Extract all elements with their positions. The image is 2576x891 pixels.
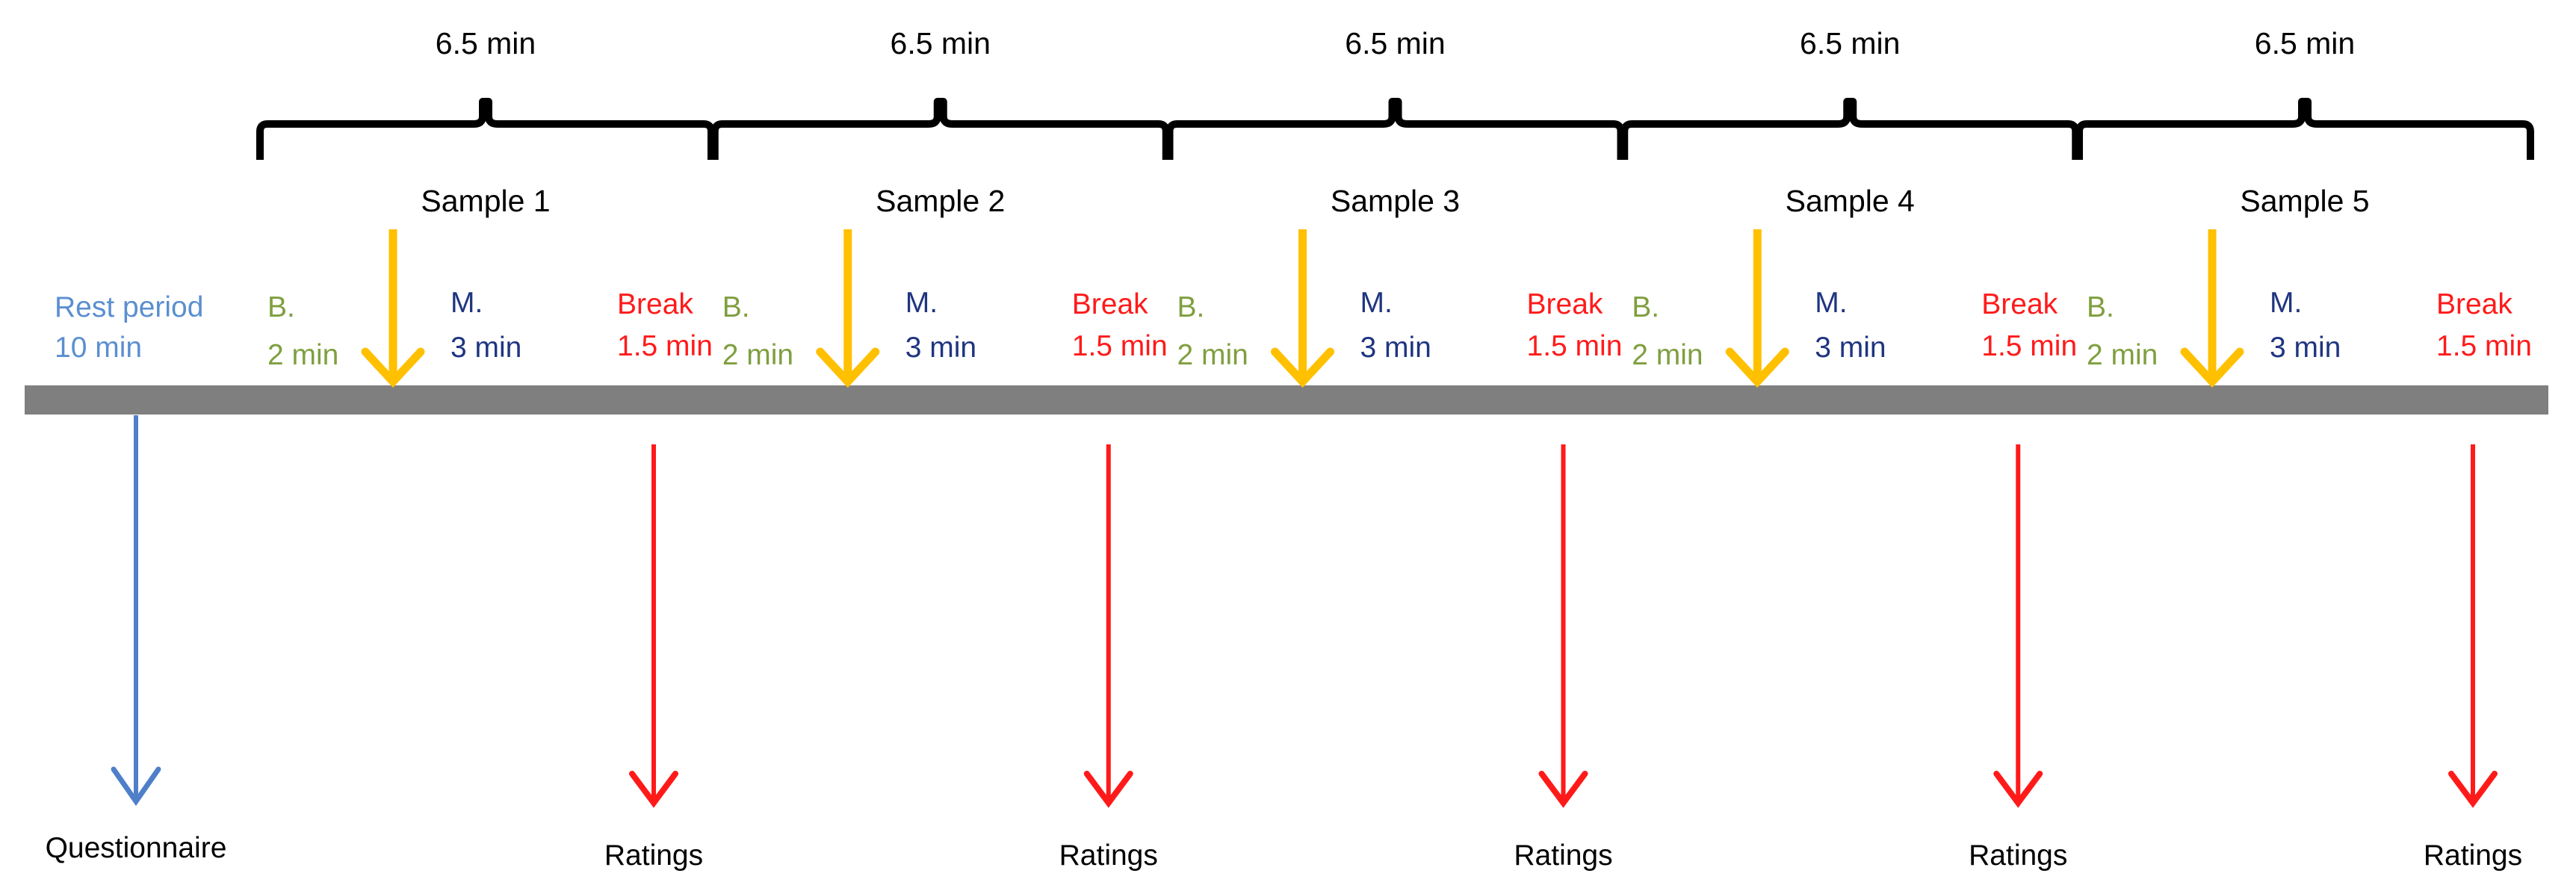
measure-label: M. [451,287,483,319]
sample-arrow [820,229,876,382]
duration-bracket [2079,102,2530,160]
duration-bracket [1170,102,1621,160]
measure-label: M. [2270,287,2302,319]
break-label: Break [1072,288,1148,320]
questionnaire-arrow [111,415,161,807]
ratings-arrow [632,444,675,803]
measure-duration: 3 min [905,332,976,364]
measure-duration: 3 min [1360,332,1431,364]
sample-label: Sample 4 [1786,184,1915,218]
duration-bracket [715,102,1166,160]
break-duration: 1.5 min [1981,330,2077,362]
baseline-label: B. [1632,291,1659,323]
sample-arrow [2185,229,2240,382]
baseline-duration: 2 min [722,339,793,371]
measure-duration: 3 min [2270,332,2341,364]
questionnaire-label: Questionnaire [46,832,227,864]
baseline-label: B. [1177,291,1205,323]
baseline-label: B. [267,291,295,323]
rest-period-duration: 10 min [55,332,142,364]
sample-label: Sample 5 [2240,184,2369,218]
duration-label: 6.5 min [436,26,536,60]
sample-arrow [365,229,421,382]
sample-label: Sample 1 [421,184,550,218]
sample-label: Sample 2 [876,184,1005,218]
baseline-duration: 2 min [1177,339,1248,371]
duration-bracket [1624,102,2075,160]
break-duration: 1.5 min [1072,330,1168,362]
baseline-duration: 2 min [267,339,338,371]
ratings-label: Ratings [1969,839,2067,872]
baseline-label: B. [2087,291,2114,323]
ratings-arrow [1087,444,1130,803]
break-label: Break [1981,288,2058,320]
break-label: Break [617,288,693,320]
baseline-duration: 2 min [1632,339,1703,371]
break-duration: 1.5 min [2436,330,2532,362]
ratings-arrow [1996,444,2040,803]
baseline-label: B. [722,291,750,323]
ratings-label: Ratings [1059,839,1158,872]
ratings-label: Ratings [2424,839,2522,872]
rest-period-label: Rest period 10 min [55,291,203,364]
measure-duration: 3 min [451,332,521,364]
ratings-label: Ratings [1514,839,1612,872]
sample-arrow [1275,229,1331,382]
duration-label: 6.5 min [1800,26,1900,60]
ratings-arrow [1542,444,1585,803]
sample-label: Sample 3 [1331,184,1460,218]
duration-label: 6.5 min [891,26,991,60]
ratings-arrow [2451,444,2495,803]
measure-duration: 3 min [1815,332,1886,364]
measure-label: M. [905,287,938,319]
timeline-bar [25,385,2548,415]
duration-bracket [260,102,711,160]
duration-label: 6.5 min [2255,26,2355,60]
sample-arrow [1730,229,1785,382]
break-label: Break [1527,288,1603,320]
break-label: Break [2436,288,2512,320]
rest-period-title: Rest period [55,291,203,323]
break-duration: 1.5 min [617,330,713,362]
measure-label: M. [1815,287,1847,319]
ratings-label: Ratings [604,839,703,872]
duration-label: 6.5 min [1345,26,1445,60]
measure-label: M. [1360,287,1393,319]
baseline-duration: 2 min [2087,339,2158,371]
break-duration: 1.5 min [1527,330,1623,362]
